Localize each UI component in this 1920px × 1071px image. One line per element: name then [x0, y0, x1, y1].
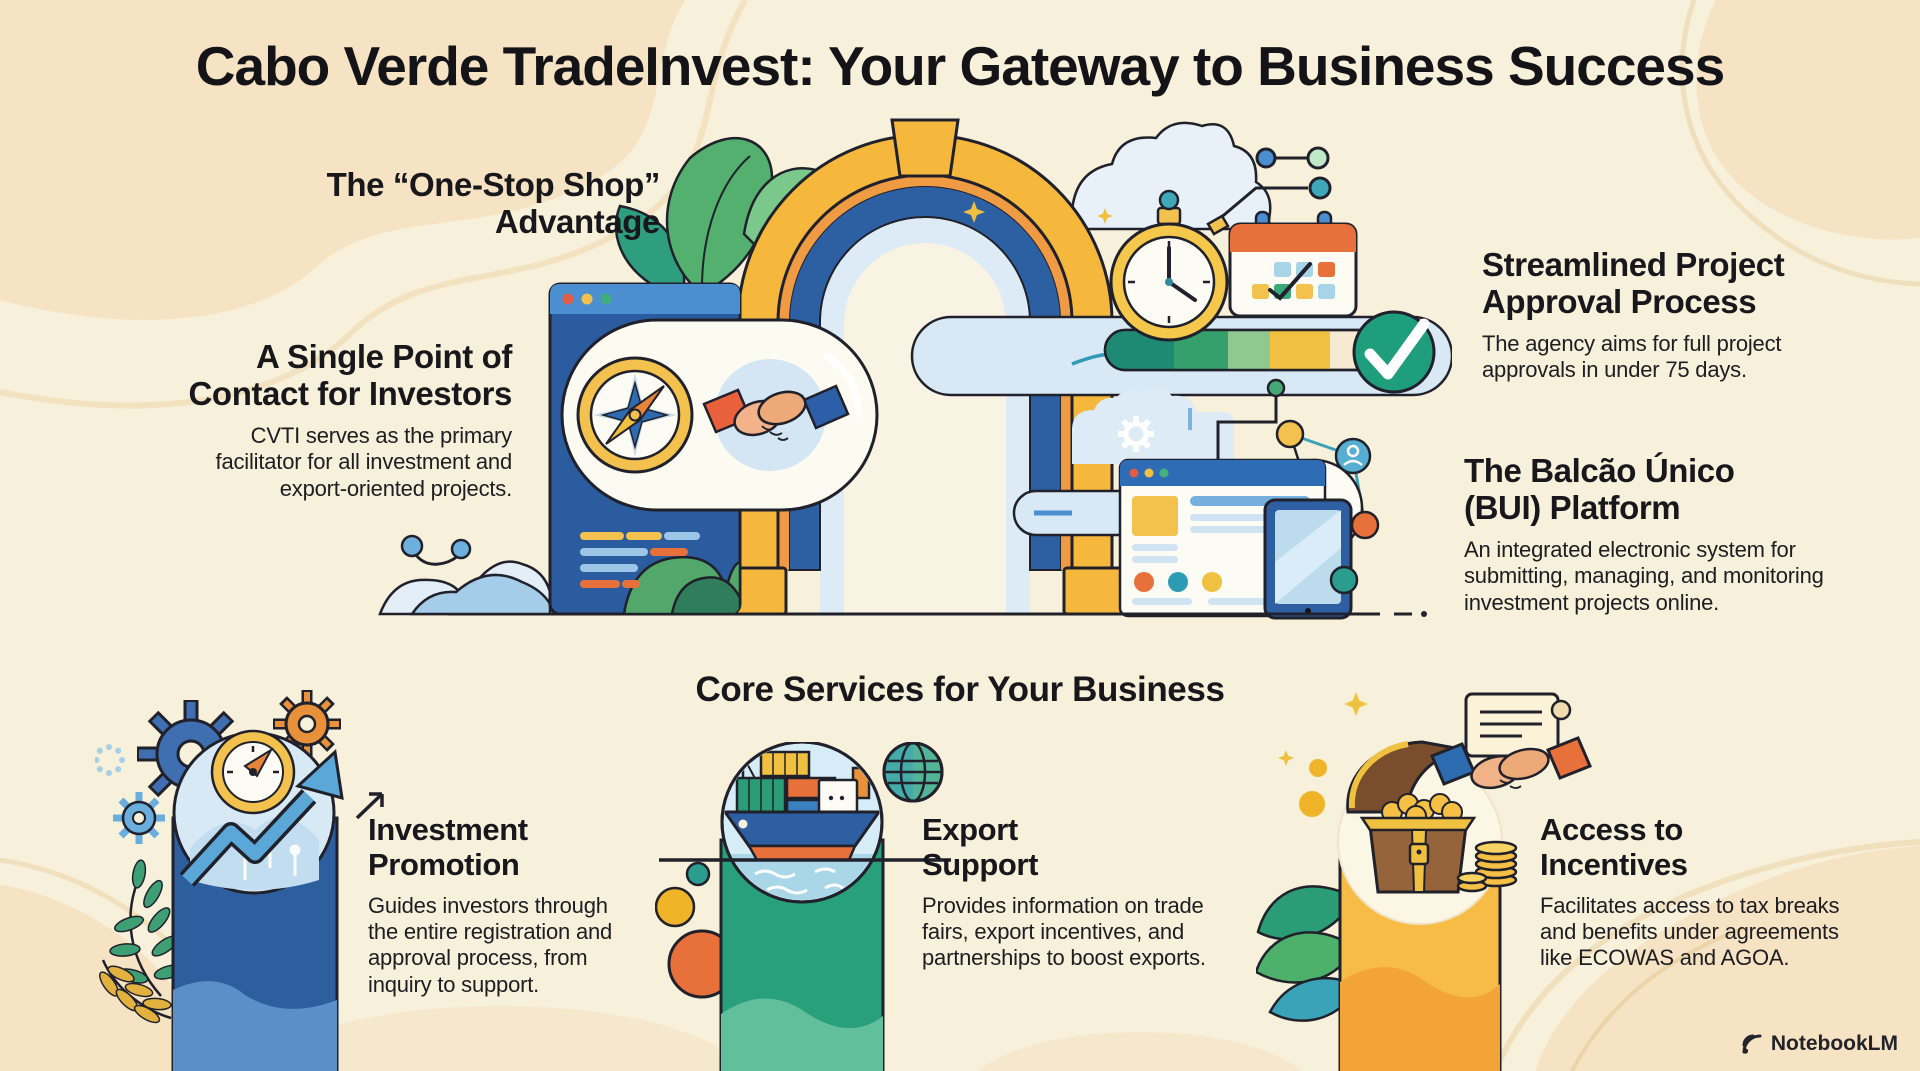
cloud-icon [1070, 121, 1272, 231]
service-investment: Investment Promotion Guides investors th… [368, 812, 612, 998]
wave-lines [754, 867, 844, 895]
growth-arrow-icon [179, 748, 384, 887]
callout-title: Streamlined Project Approval Process [1482, 246, 1785, 321]
service-body: Guides investors through the entire regi… [368, 892, 613, 997]
dot [1309, 759, 1327, 777]
sparkle-icon [1344, 692, 1368, 716]
service-body: Provides information on trade fairs, exp… [922, 892, 1206, 971]
callout-balcao: The Balcão Único (BUI) Platform An integ… [1464, 452, 1824, 617]
service-export: Export Support Provides information on t… [922, 812, 1206, 972]
dot [655, 886, 696, 928]
callout-title: The Balcão Único (BUI) Platform [1464, 452, 1735, 527]
service-incentives: Access to Incentives Facilitates access … [1540, 812, 1839, 972]
teal-node-icon [1329, 565, 1359, 595]
checkmark-icon [1352, 310, 1436, 394]
one-stop-heading: The “One-Stop Shop” Advantage [326, 166, 661, 241]
leaves-icon [1256, 885, 1354, 1022]
stopwatch-icon [1097, 189, 1230, 342]
watermark-label: NotebookLM [1770, 1032, 1898, 1055]
gear-icon [113, 792, 165, 844]
watermark: NotebookLM [1740, 1032, 1898, 1056]
progress-bar-icon [1103, 328, 1419, 372]
service-title: Export Support [922, 812, 1039, 883]
investment-promotion-icon [95, 690, 384, 1071]
page-title: Cabo Verde TradeInvest: Your Gateway to … [195, 35, 1725, 97]
tablet-icon [1263, 498, 1353, 620]
export-support-icon [655, 742, 951, 1071]
leaf-frond-icon [99, 859, 185, 1024]
node-connector-icon [1217, 146, 1332, 222]
callout-body: The agency aims for full project approva… [1482, 330, 1782, 383]
core-services-heading: Core Services for Your Business [695, 670, 1225, 709]
dot [685, 861, 711, 887]
one-stop-pill [560, 318, 879, 512]
callout-body: An integrated electronic system for subm… [1464, 536, 1824, 616]
service-body: Facilitates access to tax breaks and ben… [1540, 892, 1840, 971]
one-stop-heading-block: The “One-Stop Shop” Advantage [326, 166, 661, 241]
notebooklm-logo-icon [1742, 1034, 1762, 1054]
gear-cloud-icon [1072, 387, 1234, 464]
callout-body: CVTI serves as the primary facilitator f… [215, 422, 513, 502]
sparkle-icon [1278, 750, 1294, 766]
wave-dots-icon [378, 534, 552, 616]
gateway-illustration [378, 118, 1452, 620]
gear-icon [1118, 416, 1154, 452]
dotted-ring-icon [95, 744, 125, 776]
compass-icon [576, 356, 694, 474]
compass-clock-icon [210, 729, 296, 815]
service-title: Access to Incentives [1540, 812, 1688, 883]
text-lines [580, 532, 700, 588]
handshake-icon [702, 384, 850, 441]
calendar-icon [1228, 210, 1358, 318]
service-title: Investment Promotion [368, 812, 528, 883]
callout-streamlined: Streamlined Project Approval Process The… [1482, 246, 1785, 384]
callout-title: A Single Point of Contact for Investors [188, 338, 513, 413]
sparkle-icon [1097, 208, 1113, 224]
connector-line-icon [1216, 378, 1286, 464]
globe-icon [882, 742, 944, 803]
sparkle-icon [963, 201, 985, 223]
coin-stack-icon [1456, 840, 1518, 893]
dot [1299, 791, 1325, 817]
user-node-icon [1334, 437, 1372, 475]
cargo-ship-icon [724, 750, 880, 862]
agreement-handshake-icon [1430, 692, 1592, 790]
callout-single-point: A Single Point of Contact for Investors … [189, 338, 513, 503]
access-incentives-icon [1256, 692, 1592, 1071]
